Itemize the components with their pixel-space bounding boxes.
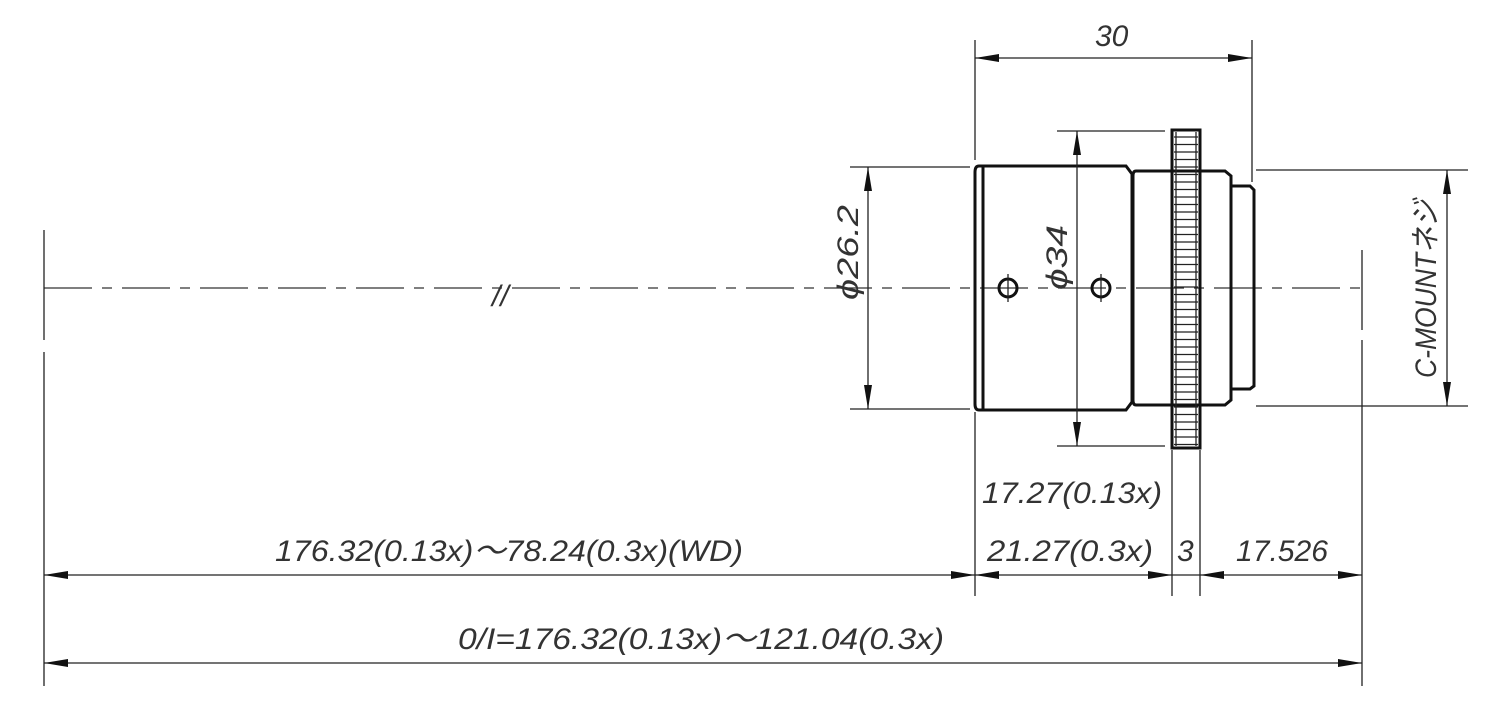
overall-length-label: 30: [1095, 20, 1129, 53]
front-diameter-label: ϕ26.2: [832, 205, 865, 300]
set-screw-icon: [1090, 274, 1112, 302]
knurling: [1174, 132, 1198, 446]
lens-body: [973, 128, 1256, 450]
working-distance-label: 176.32(0.13x)～78.24(0.3x)(WD): [275, 535, 743, 568]
flange-distance-label: 17.526: [1236, 535, 1328, 568]
set-screw-icon: [997, 274, 1019, 302]
body-length-013-label: 17.27(0.13x): [982, 477, 1162, 510]
object-image-distance-label: 0/I=176.32(0.13x)～121.04(0.3x): [458, 623, 944, 656]
ring-width-label: 3: [1177, 535, 1194, 568]
break-mark: //: [490, 280, 511, 313]
body-length-03-label: 21.27(0.3x): [986, 535, 1153, 568]
mount-label: C-MOUNTネジ: [1410, 196, 1443, 378]
ring-diameter-label: ϕ34: [1041, 225, 1074, 290]
focus-ring: [1170, 128, 1202, 450]
